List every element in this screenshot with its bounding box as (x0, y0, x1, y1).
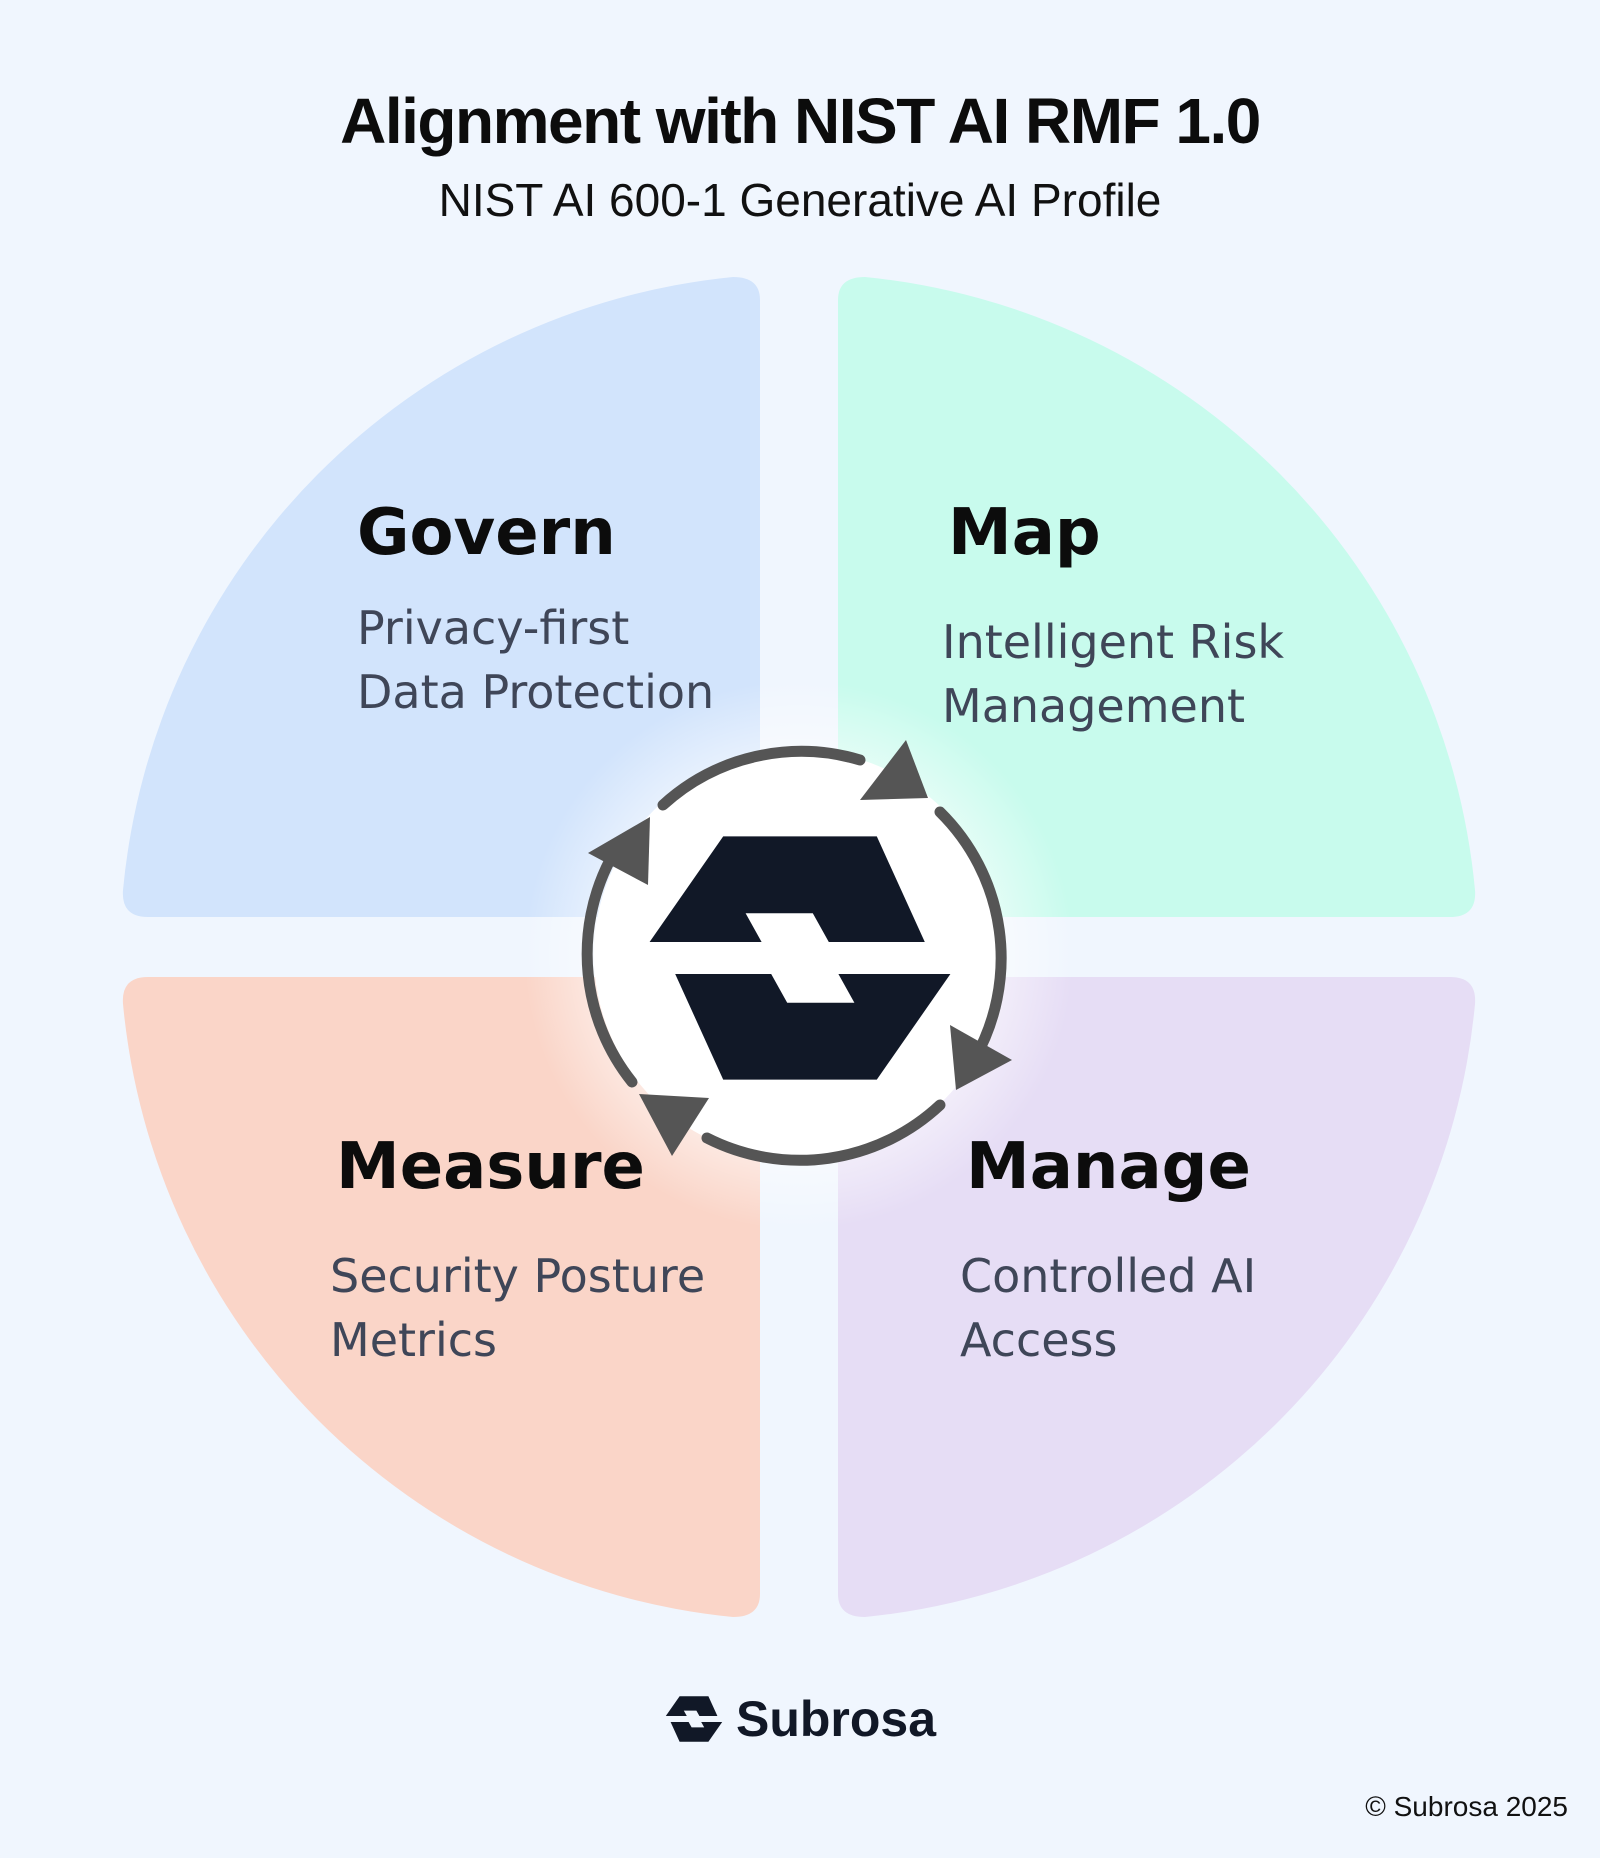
quadrant-govern-shape (122, 277, 761, 917)
quadrant-measure-description: Security Posture Metrics (330, 1244, 750, 1372)
subrosa-brand-icon (665, 1696, 723, 1742)
cycle-arrowheads (588, 740, 1012, 1156)
center-circle (594, 750, 1004, 1160)
quadrant-govern-line: Data Protection (357, 665, 715, 719)
page-title: Alignment with NIST AI RMF 1.0 (340, 85, 1261, 157)
quadrant-map-title: Map (948, 496, 1101, 570)
quadrant-map-shape (838, 277, 1476, 917)
brand-name: Subrosa (735, 1691, 937, 1747)
cycle-arrows-icon (581, 745, 1007, 1166)
quadrant-measure-line: Security Posture (330, 1249, 706, 1303)
quadrant-manage-description: Controlled AI Access (960, 1244, 1380, 1372)
quadrant-manage-line: Controlled AI (960, 1249, 1257, 1303)
quadrant-map-line: Intelligent Risk (942, 615, 1285, 669)
quadrant-measure-title: Measure (336, 1130, 645, 1204)
quadrant-measure-line: Metrics (330, 1313, 497, 1367)
subrosa-logo-icon (649, 836, 951, 1080)
quadrant-govern-line: Privacy-first (357, 601, 630, 655)
copyright-notice: © Subrosa 2025 (1365, 1791, 1568, 1822)
footer-brand: Subrosa (0, 1690, 1600, 1748)
quadrant-manage-title: Manage (966, 1130, 1251, 1204)
quadrant-govern-description: Privacy-first Data Protection (357, 596, 777, 724)
quadrant-govern-title: Govern (357, 496, 616, 570)
quadrant-map-description: Intelligent Risk Management (942, 610, 1362, 738)
quadrant-map-line: Management (942, 679, 1246, 733)
quadrant-manage-line: Access (960, 1313, 1118, 1367)
page-subtitle: NIST AI 600-1 Generative AI Profile (438, 174, 1162, 226)
